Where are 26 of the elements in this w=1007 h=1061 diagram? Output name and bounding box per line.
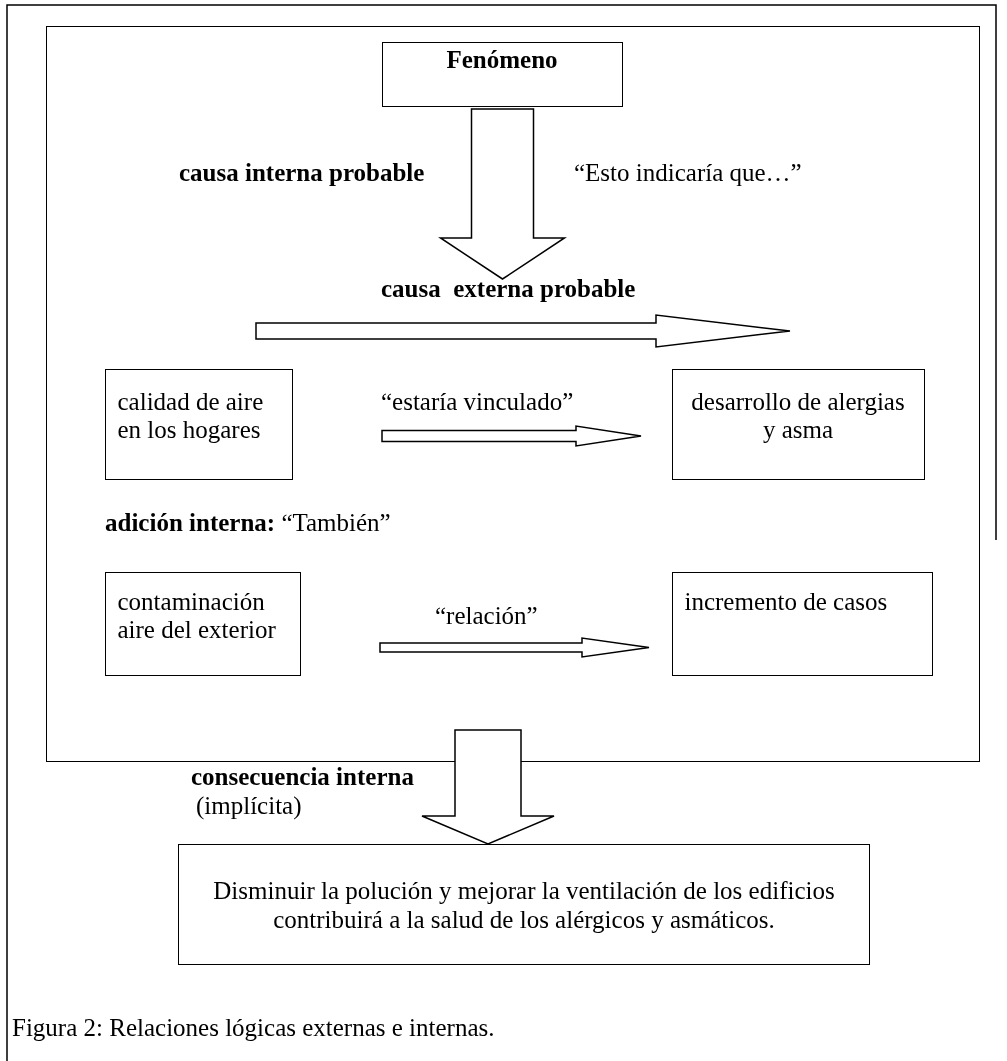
node-text: incremento de casos (684, 587, 889, 617)
node-text: Disminuir la polución y mejorar la ventilación de los edificios contribuirá a la salud de los alérgicos y asmáticos. (212, 877, 836, 935)
node-text: contaminación aire del exterior (117, 587, 277, 645)
text-box (178, 844, 870, 965)
text-box (671, 571, 933, 676)
edge-label: “relación” (435, 602, 538, 631)
figure-caption: Figura 2: Relaciones lógicas externas e internas. (12, 1014, 495, 1043)
frame-box (46, 26, 980, 762)
text-box (381, 41, 623, 107)
node-text: Fenómeno (445, 45, 559, 75)
block-arrow (381, 425, 642, 447)
node-text: desarrollo de alergias y asma (690, 387, 906, 445)
node-text: calidad de aire en los hogares (117, 387, 265, 445)
annotation-text: adición interna: “También” (105, 509, 391, 538)
block-arrow (379, 637, 650, 658)
edge-label: “estaría vinculado” (381, 388, 574, 417)
annotation-text: consecuencia interna (191, 763, 414, 792)
block-arrow (438, 108, 567, 280)
annotation-text: causa externa probable (381, 275, 636, 304)
text-box (104, 571, 301, 676)
block-arrow (421, 729, 555, 845)
text-box (671, 368, 925, 480)
annotation-text: causa interna probable (179, 159, 425, 188)
annotation-text: (implícita) (196, 792, 302, 821)
annotation-text: “Esto indicaría que…” (574, 159, 802, 188)
text-box (104, 368, 293, 480)
